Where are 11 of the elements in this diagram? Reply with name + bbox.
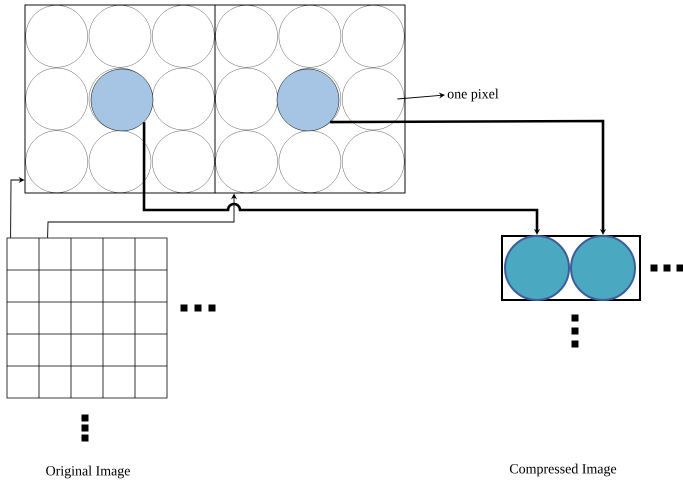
pixel-label: one pixel — [448, 88, 498, 102]
image-caption: Compressed Image — [510, 464, 616, 476]
highlighted-pixel — [276, 68, 340, 132]
highlighted-pixel — [90, 68, 154, 132]
compressed-pixel — [504, 235, 570, 301]
panel-half — [24, 4, 216, 194]
pixel-grid — [6, 238, 168, 398]
compressed-box — [501, 235, 641, 301]
panel-half — [214, 4, 406, 194]
image-caption: Original Image — [46, 466, 130, 478]
compressed-pixel — [570, 235, 636, 301]
